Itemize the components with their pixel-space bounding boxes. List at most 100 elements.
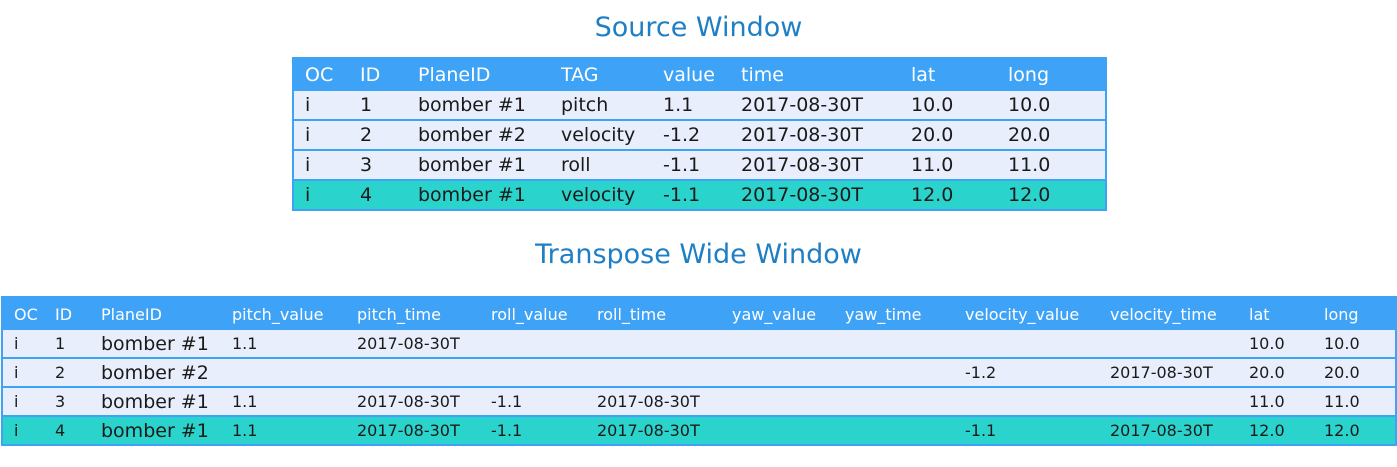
- table-cell: 2017-08-30T: [357, 392, 460, 411]
- table-cell: 2017-08-30T: [741, 154, 864, 176]
- table-cell: 11.0: [1249, 392, 1285, 411]
- table-cell: 10.0: [911, 94, 954, 116]
- table-cell: velocity: [561, 124, 636, 146]
- table-cell: 4: [55, 421, 66, 440]
- table-cell: [732, 387, 845, 416]
- column-header: TAG: [561, 64, 599, 86]
- table-cell: [845, 416, 965, 445]
- table-cell: 20.0: [1008, 124, 1051, 146]
- table-cell: bomber #1: [101, 332, 209, 355]
- column-header: PlaneID: [418, 64, 491, 86]
- table-cell: 1: [360, 94, 373, 116]
- table-cell: [491, 358, 597, 387]
- table-cell: -1.1: [491, 421, 523, 440]
- table-cell: bomber #1: [418, 184, 526, 206]
- table-cell: [732, 416, 845, 445]
- column-header: ID: [360, 64, 381, 86]
- column-header: value: [663, 64, 715, 86]
- table-cell: 2017-08-30T: [1110, 363, 1213, 382]
- column-header: roll_time: [597, 305, 667, 324]
- table-cell: -1.1: [663, 184, 701, 206]
- table-cell: 11.0: [1008, 154, 1051, 176]
- table-cell: i: [305, 124, 311, 146]
- table-cell: [845, 329, 965, 358]
- table-cell: bomber #1: [418, 154, 526, 176]
- table-cell: 11.0: [1324, 392, 1360, 411]
- highlighted-table-row: i 4 bomber #1 velocity -1.1 2017-08-30T …: [293, 180, 1106, 210]
- column-header: long: [1008, 64, 1050, 86]
- table-cell: 20.0: [911, 124, 954, 146]
- column-header: velocity_time: [1110, 305, 1217, 324]
- table-cell: bomber #2: [418, 124, 526, 146]
- table-cell: 10.0: [1008, 94, 1051, 116]
- table-row: i 1 bomber #1 pitch 1.1 2017-08-30T 10.0…: [293, 90, 1106, 120]
- table-cell: pitch: [561, 94, 609, 116]
- column-header: velocity_value: [965, 305, 1080, 324]
- table-cell: [732, 358, 845, 387]
- table-cell: 2017-08-30T: [741, 124, 864, 146]
- table-cell: 1.1: [232, 421, 258, 440]
- table-cell: 1.1: [663, 94, 694, 116]
- table-cell: [965, 387, 1110, 416]
- table-row: i 1 bomber #1 1.1 2017-08-30T 10.0 10.0: [2, 329, 1396, 358]
- table-cell: 2017-08-30T: [741, 184, 864, 206]
- table-cell: 2017-08-30T: [357, 421, 460, 440]
- table-cell: 2017-08-30T: [597, 421, 700, 440]
- table-cell: 10.0: [1249, 334, 1285, 353]
- table-cell: 12.0: [1249, 421, 1285, 440]
- table-cell: [491, 329, 597, 358]
- table-cell: [357, 358, 491, 387]
- column-header: pitch_value: [232, 305, 324, 324]
- table-cell: i: [14, 392, 19, 411]
- transpose-window-title: Transpose Wide Window: [535, 239, 862, 270]
- table-cell: 2017-08-30T: [741, 94, 864, 116]
- table-cell: 4: [360, 184, 373, 206]
- table-cell: bomber #1: [101, 390, 209, 413]
- table-cell: [732, 329, 845, 358]
- table-cell: i: [14, 363, 19, 382]
- table-cell: -1.1: [491, 392, 523, 411]
- table-cell: i: [305, 94, 311, 116]
- table-cell: i: [14, 421, 19, 440]
- table-cell: i: [305, 184, 311, 206]
- table-cell: 11.0: [911, 154, 954, 176]
- table-cell: 3: [55, 392, 66, 411]
- table-row: i 2 bomber #2 -1.2 2017-08-30T 20.0 20.0: [2, 358, 1396, 387]
- table-cell: [597, 358, 732, 387]
- table-cell: 12.0: [1008, 184, 1051, 206]
- column-header: ID: [55, 305, 73, 324]
- table-cell: 2017-08-30T: [1110, 421, 1213, 440]
- table-cell: velocity: [561, 184, 636, 206]
- table-cell: bomber #1: [418, 94, 526, 116]
- table-cell: 12.0: [911, 184, 954, 206]
- table-cell: roll: [561, 154, 591, 176]
- column-header: PlaneID: [101, 305, 162, 324]
- table-cell: [1110, 387, 1249, 416]
- source-header-row: OC ID PlaneID TAG value time lat long: [293, 58, 1106, 90]
- column-header: yaw_value: [732, 305, 817, 324]
- table-cell: 20.0: [1249, 363, 1285, 382]
- column-header: long: [1324, 305, 1359, 324]
- table-cell: 2: [360, 124, 373, 146]
- table-cell: 1.1: [232, 392, 258, 411]
- table-cell: 2017-08-30T: [597, 392, 700, 411]
- table-cell: 2: [55, 363, 66, 382]
- table-cell: [1110, 329, 1249, 358]
- table-cell: 10.0: [1324, 334, 1360, 353]
- table-cell: 1: [55, 334, 66, 353]
- column-header: time: [741, 64, 784, 86]
- table-cell: -1.1: [663, 154, 701, 176]
- table-cell: bomber #1: [101, 419, 209, 442]
- transpose-window-table: OC ID PlaneID pitch_value pitch_time rol…: [1, 296, 1397, 446]
- table-cell: -1.2: [965, 363, 997, 382]
- column-header: lat: [911, 64, 936, 86]
- table-cell: 20.0: [1324, 363, 1360, 382]
- column-header: OC: [14, 305, 38, 324]
- highlighted-table-row: i 4 bomber #1 1.1 2017-08-30T -1.1 2017-…: [2, 416, 1396, 445]
- table-cell: [597, 329, 732, 358]
- table-cell: i: [14, 334, 19, 353]
- column-header: OC: [305, 64, 334, 86]
- column-header: roll_value: [491, 305, 568, 324]
- table-cell: [232, 358, 357, 387]
- transpose-header-row: OC ID PlaneID pitch_value pitch_time rol…: [2, 297, 1396, 329]
